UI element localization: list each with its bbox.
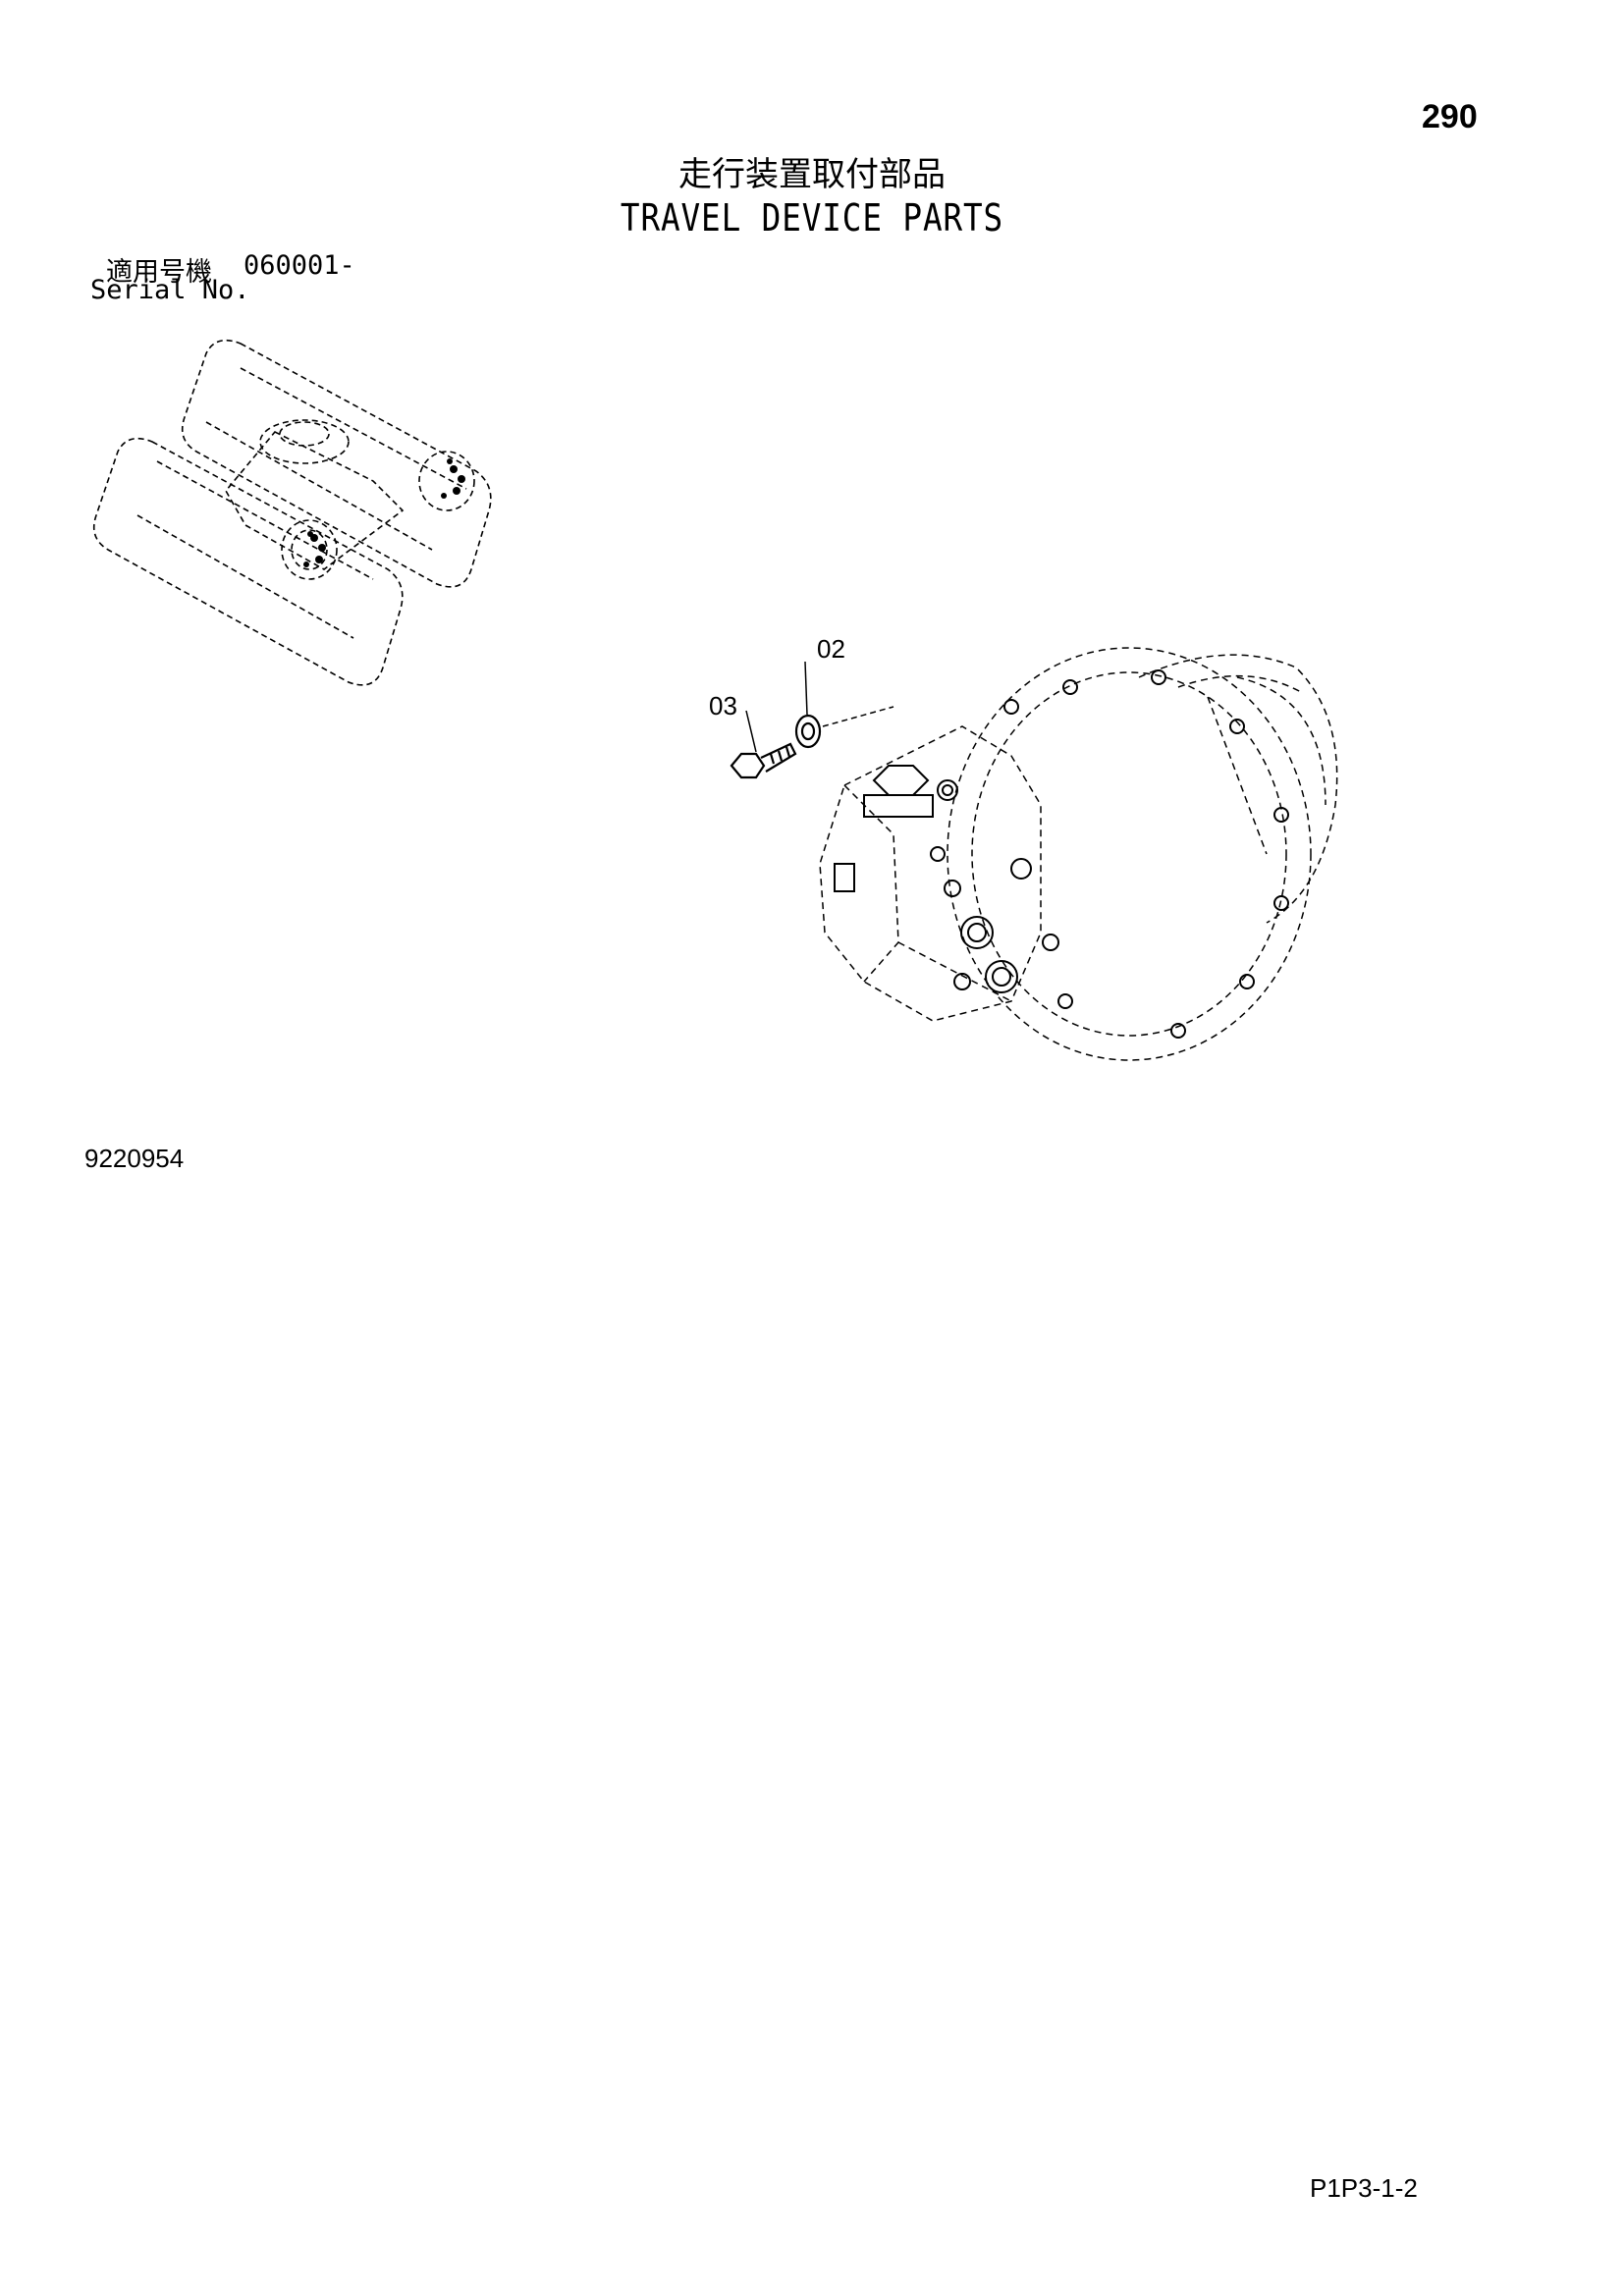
title-english: TRAVEL DEVICE PARTS [620,196,1004,240]
part-callout-03: 03 [709,691,737,721]
page-number: 290 [1422,98,1478,135]
serial-label-japanese: 適用号機 [106,257,212,288]
serial-label-english: Serial No. [90,275,250,305]
undercarriage-location-thumbnail [92,339,492,686]
title-japanese: 走行装置取付部品 [678,155,946,194]
page-code: P1P3-1-2 [1310,2173,1418,2203]
serial-number-value: 060001- [244,250,355,281]
drawing-number: 9220954 [84,1144,185,1173]
part-callout-02: 02 [817,634,845,664]
travel-motor-diagram [730,647,1338,1061]
